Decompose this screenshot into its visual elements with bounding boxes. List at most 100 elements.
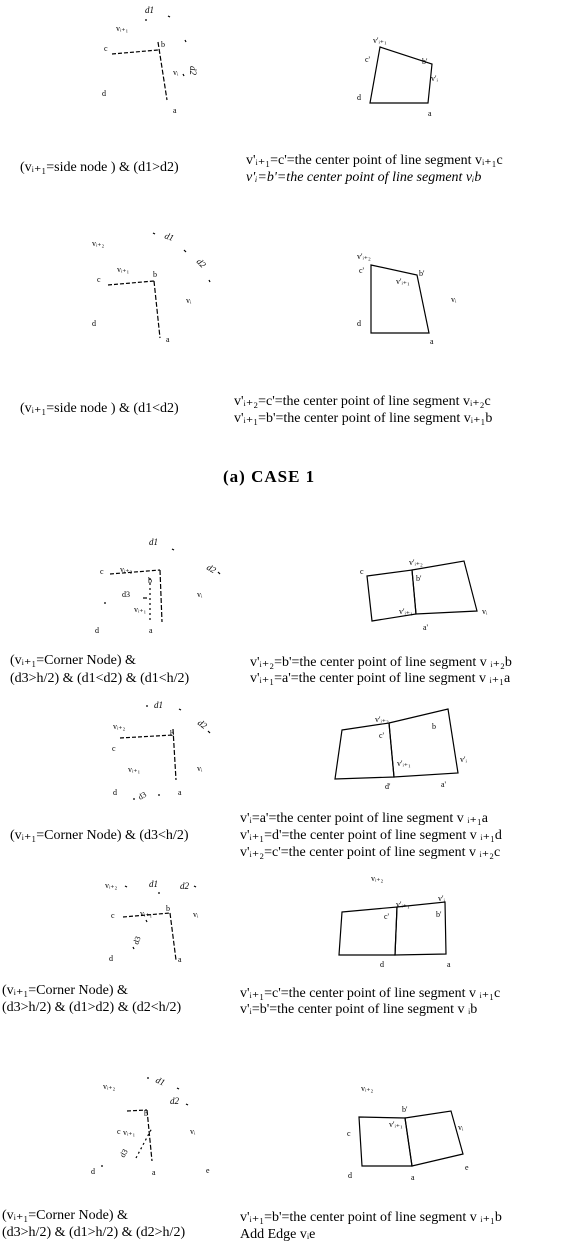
label-d-prime: d' <box>385 782 391 791</box>
label-vi1: vᵢ₊₁ <box>128 765 141 774</box>
label-v-prime-i1: v'ᵢ₊₁ <box>399 607 413 616</box>
panel5-condition-1: (vᵢ₊₁=Corner Node) & <box>2 983 128 998</box>
label-b: b <box>144 1109 148 1118</box>
label-d: d <box>348 1171 352 1180</box>
panel4-rule-2: v'ᵢ₊₁=d'=the center point of line segmen… <box>240 828 502 843</box>
tick-mark <box>184 39 187 43</box>
quad-right <box>388 708 459 778</box>
panel5-condition-2: (d3>h/2) & (d1>d2) & (d2<h/2) <box>2 1000 182 1015</box>
label-c: c <box>347 1129 351 1138</box>
label-d3: d3 <box>131 935 142 946</box>
label-a: a <box>178 788 182 797</box>
label-v-prime-i: v'ᵢ <box>431 74 438 83</box>
label-d: d <box>357 319 361 328</box>
panel6-condition-2: (d3>h/2) & (d1>h/2) & (d2>h/2) <box>2 1225 186 1240</box>
label-v-prime-i1: v'ᵢ₊₁ <box>396 277 410 286</box>
edge-c-b <box>107 280 155 286</box>
label-d: d <box>92 319 96 328</box>
quad-right <box>411 560 478 615</box>
panel4-left-sketch <box>119 705 211 800</box>
panel3-rule-1: v'ᵢ₊₂=b'=the center point of line segmen… <box>250 655 512 670</box>
label-a: a <box>428 109 432 118</box>
label-c: c <box>100 567 104 576</box>
label-vi1: vᵢ₊₁ <box>116 24 129 33</box>
label-v-prime-i2: v'ᵢ₊₂ <box>357 252 371 261</box>
edge-b-a <box>169 912 177 961</box>
label-d1: d1 <box>154 700 163 710</box>
label-d2: d2 <box>195 256 209 270</box>
label-d2: d2 <box>170 1096 180 1106</box>
edge-c-b <box>126 1109 148 1112</box>
quad-right <box>394 901 447 956</box>
label-d1: d1 <box>163 230 175 242</box>
label-d: d <box>380 960 384 969</box>
label-d2: d2 <box>196 717 210 731</box>
edge-c-b <box>122 912 171 918</box>
label-v-prime-i1: v'ᵢ₊₁ <box>373 36 387 45</box>
panel2-left-sketch <box>107 232 211 339</box>
tick-mark <box>178 708 182 711</box>
edge-b-a <box>146 1109 153 1162</box>
label-a-prime: a' <box>441 780 447 789</box>
label-vi: vᵢ <box>458 1123 464 1132</box>
label-d: d <box>113 788 117 797</box>
label-b: b <box>166 904 170 913</box>
label-c: c <box>104 44 108 53</box>
panel5-left-sketch <box>122 885 197 961</box>
edge-c-b <box>119 734 174 739</box>
label-e: e <box>465 1163 469 1172</box>
label-c: c <box>111 911 115 920</box>
panel5-rule-1: v'ᵢ₊₁=c'=the center point of line segmen… <box>240 986 501 1001</box>
case-title: (a) CASE 1 <box>223 467 316 486</box>
tick-mark <box>176 1087 180 1090</box>
label-b: b <box>161 40 165 49</box>
label-d1: d1 <box>149 537 158 547</box>
label-b-prime: b' <box>416 574 422 583</box>
label-b: b <box>148 576 152 585</box>
quad-right <box>404 1110 464 1167</box>
label-a: a <box>173 106 177 115</box>
panel2-right-quad <box>370 264 430 334</box>
label-b: b <box>153 270 157 279</box>
quad-left <box>334 722 395 780</box>
panel3-condition-2: (d3>h/2) & (d1<d2) & (d1<h/2) <box>10 671 190 686</box>
label-c: c <box>97 275 101 284</box>
edge-c-b <box>111 49 159 55</box>
panel1-rule-2: v'ᵢ=b'=the center point of line segment … <box>246 170 482 185</box>
label-vi2: vᵢ₊₂ <box>105 881 118 890</box>
panel2-rule-2: v'ᵢ₊₁=b'=the center point of line segmen… <box>234 411 493 426</box>
edge-c-b <box>109 569 161 575</box>
panel6-rule-1: v'ᵢ₊₁=b'=the center point of line segmen… <box>240 1210 502 1225</box>
label-vi1: vᵢ₊₁ <box>117 265 130 274</box>
label-vi1: vᵢ₊₁ <box>134 605 147 614</box>
label-d: d <box>357 93 361 102</box>
panel6-rule-2: Add Edge vᵢe <box>240 1227 316 1242</box>
label-b-prime: b' <box>419 269 425 278</box>
label-a-prime: a' <box>423 623 429 632</box>
label-d2: d2 <box>188 66 198 76</box>
tick-mark <box>132 946 135 950</box>
panel4-condition: (vᵢ₊₁=Corner Node) & (d3<h/2) <box>10 828 189 843</box>
edge-b-a <box>153 280 161 339</box>
label-a: a <box>430 337 434 346</box>
panel4-right-quads <box>334 708 459 780</box>
tick-mark <box>217 571 221 575</box>
label-d: d <box>91 1167 95 1176</box>
panel5-rule-2: v'ᵢ=b'=the center point of line segment … <box>240 1002 478 1017</box>
tick-mark <box>207 730 211 734</box>
quad-c-b-a-d <box>369 46 433 104</box>
tick-mark <box>124 885 128 888</box>
label-c-prime: c' <box>365 55 371 64</box>
label-vi: vᵢ <box>173 68 179 77</box>
tick-mark <box>171 548 175 551</box>
panel1-right-quad <box>369 46 433 104</box>
label-e: e <box>206 1166 210 1175</box>
label-d: d <box>109 954 113 963</box>
panel2-condition: (vᵢ₊₁=side node ) & (d1<d2) <box>20 401 179 416</box>
label-vi: vᵢ <box>482 607 488 616</box>
tick-mark <box>185 1103 189 1106</box>
label-d1: d1 <box>154 1075 166 1088</box>
panel4-rule-3: v'ᵢ₊₂=c'=the center point of line segmen… <box>240 845 501 860</box>
label-b-prime: b' <box>436 910 442 919</box>
panel3-right-quads <box>366 560 478 622</box>
